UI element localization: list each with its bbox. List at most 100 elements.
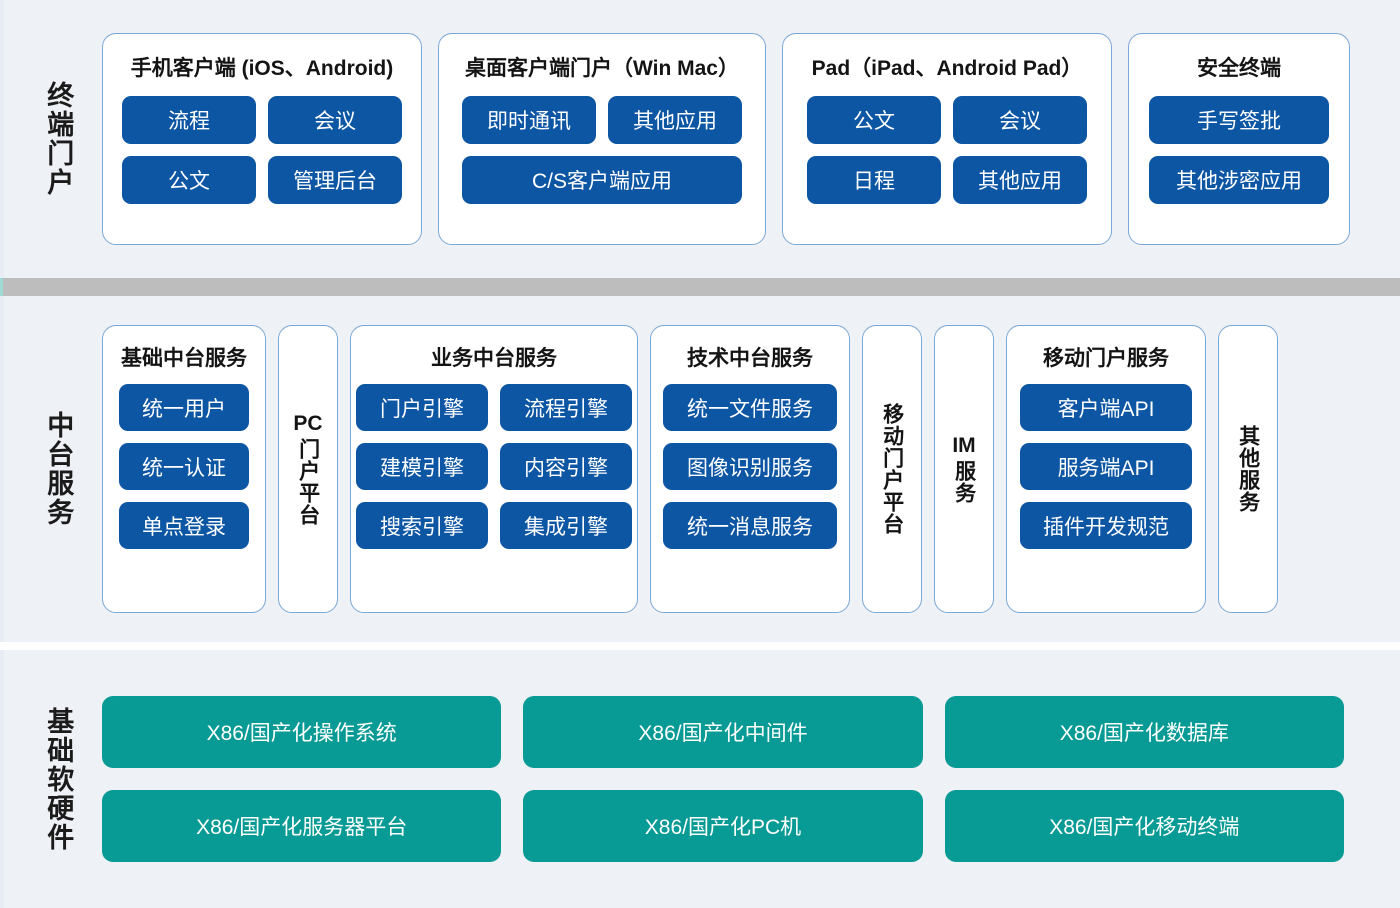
group-mobile-client[interactable]: 手机客户端 (iOS、Android) 流程 会议 公文 管理后台: [102, 33, 422, 245]
item-row: 搜索引擎 集成引擎: [356, 502, 632, 549]
column-vertical-label: 门户平台: [296, 438, 320, 526]
group-title-desktop-client: 桌面客户端门户（Win Mac）: [465, 57, 739, 80]
divider-cap: [0, 278, 3, 296]
band-left-edge: [0, 650, 4, 908]
service-tile[interactable]: 建模引擎: [356, 443, 488, 490]
infra-row: X86/国产化服务器平台 X86/国产化PC机 X86/国产化移动终端: [102, 790, 1344, 862]
group-items-pad-client: 公文 会议 日程 其他应用: [807, 96, 1087, 204]
infra-tile[interactable]: X86/国产化数据库: [944, 696, 1344, 768]
infrastructure-grid: X86/国产化操作系统 X86/国产化中间件 X86/国产化数据库 X86/国产…: [102, 650, 1400, 908]
group-title-pad-client: Pad（iPad、Android Pad）: [811, 57, 1083, 80]
item-row: 建模引擎 内容引擎: [356, 443, 632, 490]
group-items-tech-platform-service: 统一文件服务 图像识别服务 统一消息服务: [663, 384, 837, 549]
column-other-service[interactable]: 其他服务: [1218, 325, 1278, 613]
column-latin-label: PC: [293, 412, 323, 435]
group-mobile-portal-service[interactable]: 移动门户服务 客户端API 服务端API 插件开发规范: [1006, 325, 1206, 613]
band-left-edge: [0, 0, 4, 278]
column-pc-portal-platform[interactable]: PC 门户平台: [278, 325, 338, 613]
group-secure-terminal[interactable]: 安全终端 手写签批 其他涉密应用: [1128, 33, 1350, 245]
group-title-tech-platform-service: 技术中台服务: [687, 347, 813, 370]
layer-label-terminal: 终端门户: [43, 81, 74, 197]
group-title-secure-terminal: 安全终端: [1197, 57, 1281, 80]
service-tile[interactable]: 门户引擎: [356, 384, 488, 431]
app-tile[interactable]: C/S客户端应用: [462, 156, 742, 204]
item-row: 公文 管理后台: [122, 156, 402, 204]
im-service-stack: IM 服务: [951, 338, 976, 600]
infra-tile[interactable]: X86/国产化操作系统: [102, 696, 502, 768]
app-tile[interactable]: 即时通讯: [462, 96, 596, 144]
other-service-stack: 其他服务: [1235, 338, 1260, 600]
group-title-base-platform-service: 基础中台服务: [121, 347, 247, 370]
item-row: 其他涉密应用: [1149, 156, 1329, 204]
service-tile[interactable]: 集成引擎: [500, 502, 632, 549]
item-row: 即时通讯 其他应用: [462, 96, 742, 144]
group-items-mobile-client: 流程 会议 公文 管理后台: [122, 96, 402, 204]
item-row: 日程 其他应用: [807, 156, 1087, 204]
terminal-groups: 手机客户端 (iOS、Android) 流程 会议 公文 管理后台 桌面客户端门…: [102, 0, 1400, 278]
app-tile[interactable]: 公文: [807, 96, 941, 144]
layer-divider: [0, 278, 1400, 296]
item-row: 手写签批: [1149, 96, 1329, 144]
group-items-secure-terminal: 手写签批 其他涉密应用: [1149, 96, 1329, 204]
group-business-platform-service[interactable]: 业务中台服务 门户引擎 流程引擎 建模引擎 内容引擎 搜索引擎 集成引擎: [350, 325, 638, 613]
group-title-mobile-client: 手机客户端 (iOS、Android): [130, 57, 394, 80]
group-items-business-platform-service: 门户引擎 流程引擎 建模引擎 内容引擎 搜索引擎 集成引擎: [356, 384, 632, 549]
mobile-portal-stack: 移动门户平台: [879, 338, 904, 600]
app-tile[interactable]: 其他涉密应用: [1149, 156, 1329, 204]
infra-tile[interactable]: X86/国产化PC机: [523, 790, 923, 862]
layer-label-platform: 中台服务: [43, 411, 74, 527]
item-row: 门户引擎 流程引擎: [356, 384, 632, 431]
item-row: 流程 会议: [122, 96, 402, 144]
column-vertical-label: 移动门户平台: [880, 403, 904, 535]
layer-label-infrastructure: 基础软硬件: [43, 706, 74, 852]
service-tile[interactable]: 统一文件服务: [663, 384, 837, 431]
group-items-base-platform-service: 统一用户 统一认证 单点登录: [119, 384, 249, 549]
column-mobile-portal-platform[interactable]: 移动门户平台: [862, 325, 922, 613]
app-tile[interactable]: 手写签批: [1149, 96, 1329, 144]
service-tile[interactable]: 单点登录: [119, 502, 249, 549]
service-tile[interactable]: 统一消息服务: [663, 502, 837, 549]
app-tile[interactable]: 管理后台: [268, 156, 402, 204]
group-pad-client[interactable]: Pad（iPad、Android Pad） 公文 会议 日程 其他应用: [782, 33, 1112, 245]
column-im-service[interactable]: IM 服务: [934, 325, 994, 613]
infra-rows: X86/国产化操作系统 X86/国产化中间件 X86/国产化数据库 X86/国产…: [102, 696, 1344, 862]
column-latin-label: IM: [952, 434, 976, 457]
band-left-edge: [0, 296, 4, 642]
infra-tile[interactable]: X86/国产化中间件: [523, 696, 923, 768]
service-tile[interactable]: 插件开发规范: [1020, 502, 1192, 549]
app-tile[interactable]: 流程: [122, 96, 256, 144]
infra-tile[interactable]: X86/国产化服务器平台: [102, 790, 502, 862]
group-items-desktop-client: 即时通讯 其他应用 C/S客户端应用: [462, 96, 742, 204]
service-tile[interactable]: 统一认证: [119, 443, 249, 490]
app-tile[interactable]: 会议: [268, 96, 402, 144]
infra-row: X86/国产化操作系统 X86/国产化中间件 X86/国产化数据库: [102, 696, 1344, 768]
service-tile[interactable]: 统一用户: [119, 384, 249, 431]
platform-columns: 基础中台服务 统一用户 统一认证 单点登录 PC 门户平台 业务中台服务: [102, 296, 1400, 642]
layer-platform-services: 中台服务 基础中台服务 统一用户 统一认证 单点登录 PC 门户平台: [0, 296, 1400, 642]
group-desktop-client[interactable]: 桌面客户端门户（Win Mac） 即时通讯 其他应用 C/S客户端应用: [438, 33, 766, 245]
app-tile[interactable]: 会议: [953, 96, 1087, 144]
service-tile[interactable]: 服务端API: [1020, 443, 1192, 490]
app-tile[interactable]: 公文: [122, 156, 256, 204]
layer-infrastructure: 基础软硬件 X86/国产化操作系统 X86/国产化中间件 X86/国产化数据库 …: [0, 650, 1400, 908]
group-items-mobile-portal-service: 客户端API 服务端API 插件开发规范: [1020, 384, 1192, 549]
item-row: 公文 会议: [807, 96, 1087, 144]
service-tile[interactable]: 搜索引擎: [356, 502, 488, 549]
service-tile[interactable]: 客户端API: [1020, 384, 1192, 431]
app-tile[interactable]: 日程: [807, 156, 941, 204]
group-title-business-platform-service: 业务中台服务: [431, 347, 557, 370]
pc-portal-stack: PC 门户平台: [293, 338, 322, 600]
column-vertical-label: 服务: [952, 460, 976, 504]
service-tile[interactable]: 图像识别服务: [663, 443, 837, 490]
group-title-mobile-portal-service: 移动门户服务: [1043, 347, 1169, 370]
column-vertical-label: 其他服务: [1236, 425, 1260, 513]
item-row: C/S客户端应用: [462, 156, 742, 204]
service-tile[interactable]: 内容引擎: [500, 443, 632, 490]
infra-tile[interactable]: X86/国产化移动终端: [944, 790, 1344, 862]
app-tile[interactable]: 其他应用: [953, 156, 1087, 204]
app-tile[interactable]: 其他应用: [608, 96, 742, 144]
group-base-platform-service[interactable]: 基础中台服务 统一用户 统一认证 单点登录: [102, 325, 266, 613]
service-tile[interactable]: 流程引擎: [500, 384, 632, 431]
group-tech-platform-service[interactable]: 技术中台服务 统一文件服务 图像识别服务 统一消息服务: [650, 325, 850, 613]
